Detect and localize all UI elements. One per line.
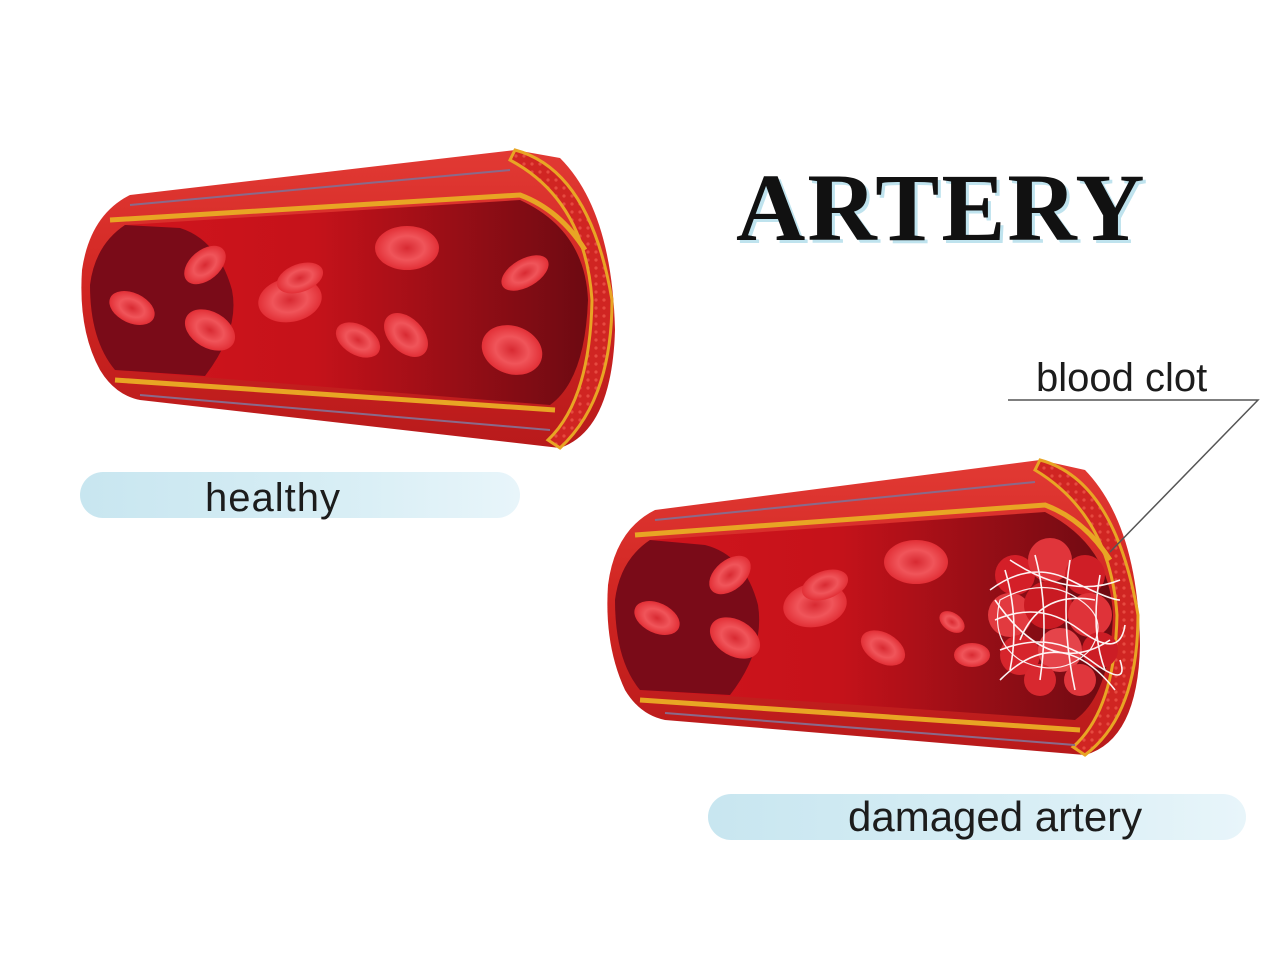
- damaged-artery: [607, 460, 1140, 755]
- page-title: ARTERY: [736, 160, 1147, 256]
- damaged-artery-label: damaged artery: [848, 796, 1142, 838]
- red-blood-cell: [375, 226, 439, 270]
- red-blood-cell: [954, 643, 990, 667]
- healthy-artery: [81, 150, 615, 448]
- red-blood-cell: [884, 540, 948, 584]
- healthy-label: healthy: [205, 478, 341, 518]
- blood-clot-label: blood clot: [1036, 358, 1207, 398]
